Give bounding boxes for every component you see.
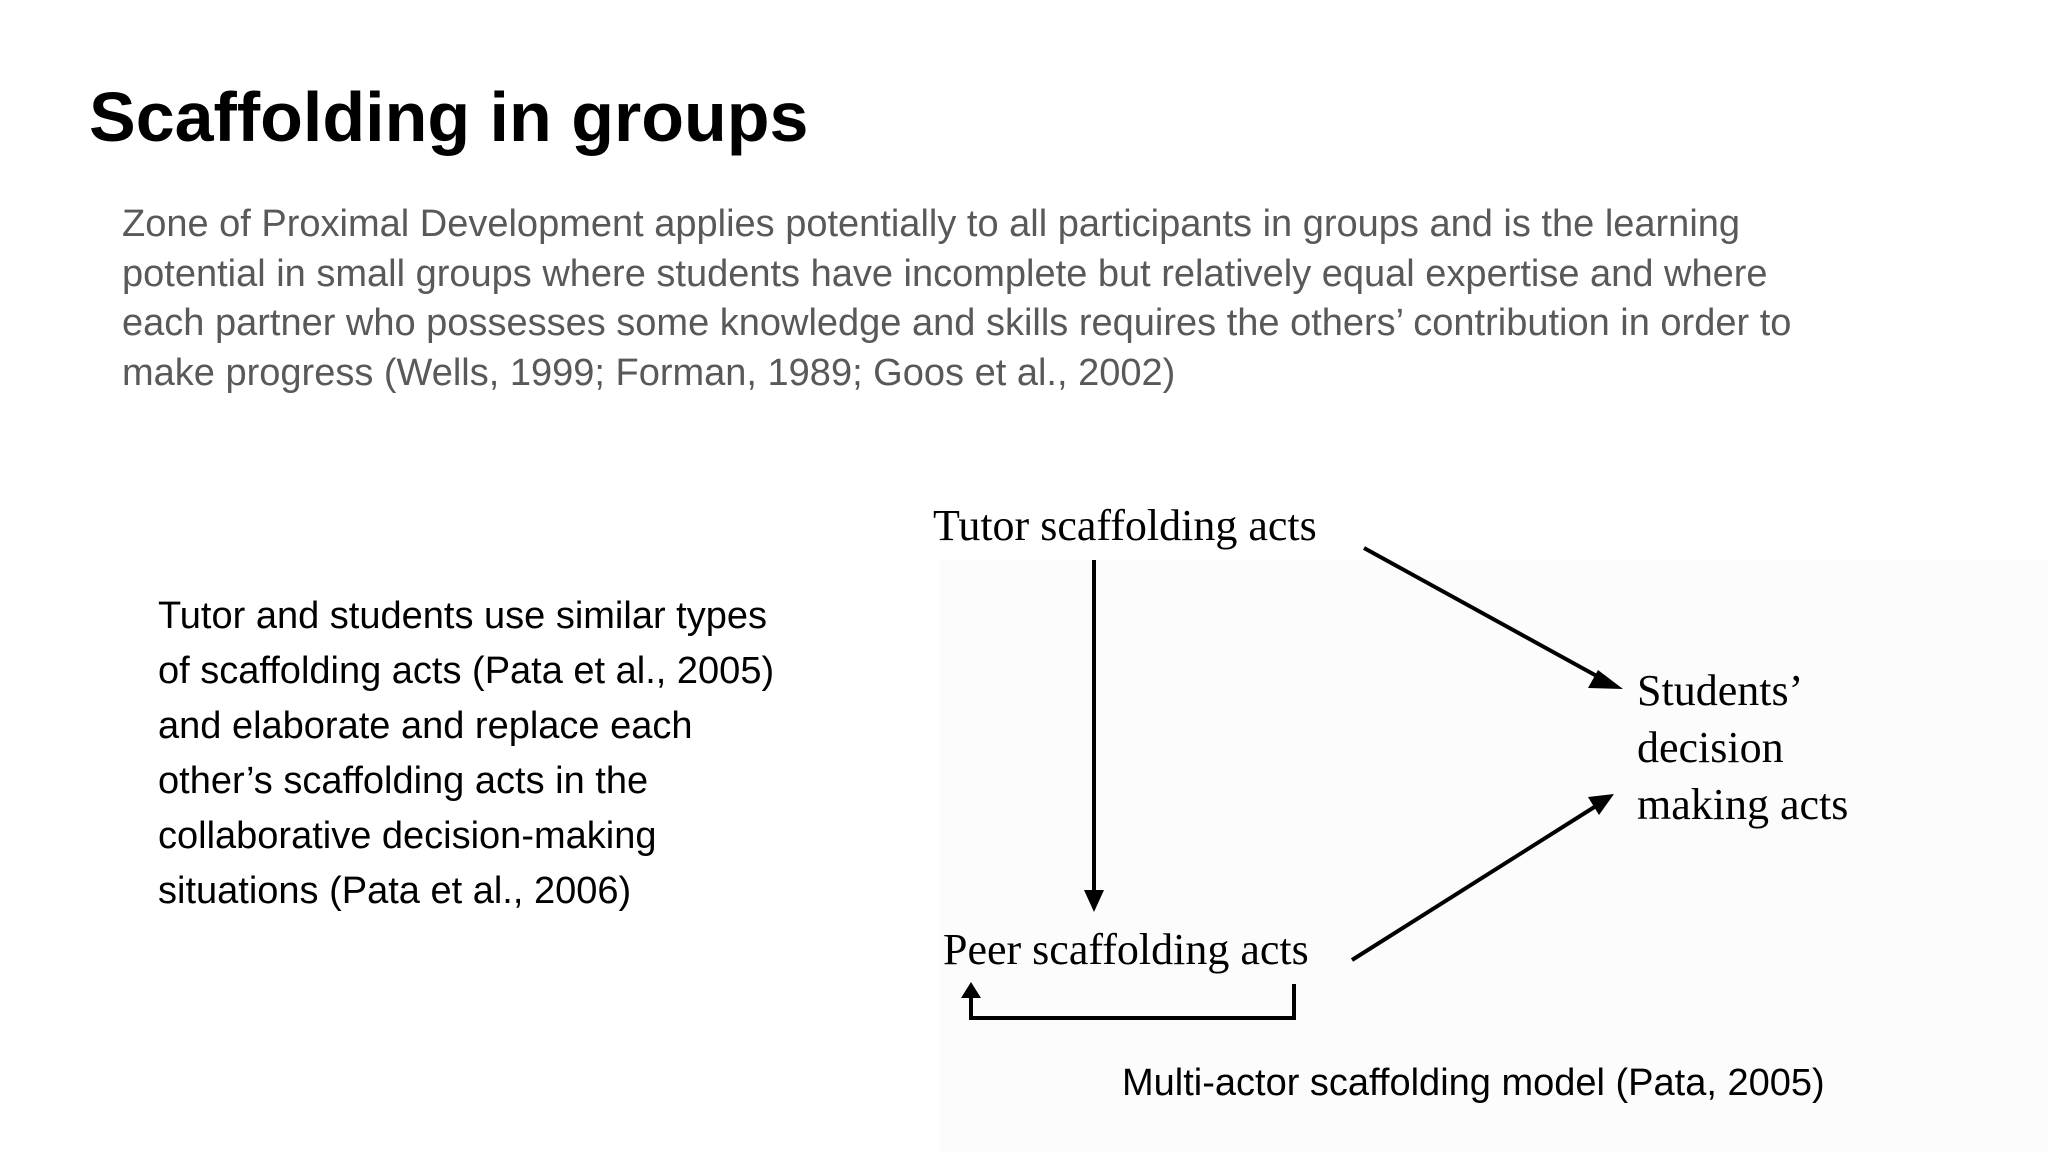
side-line: of scaffolding acts (Pata et al., 2005): [158, 650, 775, 692]
side-line: collaborative decision-making: [158, 815, 657, 857]
node-students-line: making acts: [1637, 780, 1849, 829]
node-students-line: Students’: [1637, 666, 1804, 715]
node-students-line: decision: [1637, 723, 1784, 772]
node-peer-scaffolding: Peer scaffolding acts: [943, 925, 1309, 974]
side-line: other’s scaffolding acts in the: [158, 760, 649, 802]
intro-line: Zone of Proximal Development applies pot…: [122, 203, 1741, 245]
side-line: situations (Pata et al., 2006): [158, 870, 632, 912]
intro-paragraph: Zone of Proximal Development applies pot…: [122, 200, 1922, 398]
node-tutor-scaffolding: Tutor scaffolding acts: [933, 501, 1317, 550]
side-line: Tutor and students use similar types: [158, 595, 767, 637]
intro-line: make progress (Wells, 1999; Forman, 1989…: [122, 351, 1176, 394]
side-line: and elaborate and replace each: [158, 705, 693, 747]
intro-line: potential in small groups where students…: [122, 252, 1768, 295]
slide-title: Scaffolding in groups: [89, 78, 809, 156]
figure-caption: Multi-actor scaffolding model (Pata, 200…: [1122, 1062, 1825, 1104]
side-paragraph: Tutor and students use similar types of …: [158, 589, 878, 919]
node-students-decision: Students’ decision making acts: [1637, 662, 1848, 833]
intro-line: each partner who possesses some knowledg…: [122, 302, 1792, 344]
